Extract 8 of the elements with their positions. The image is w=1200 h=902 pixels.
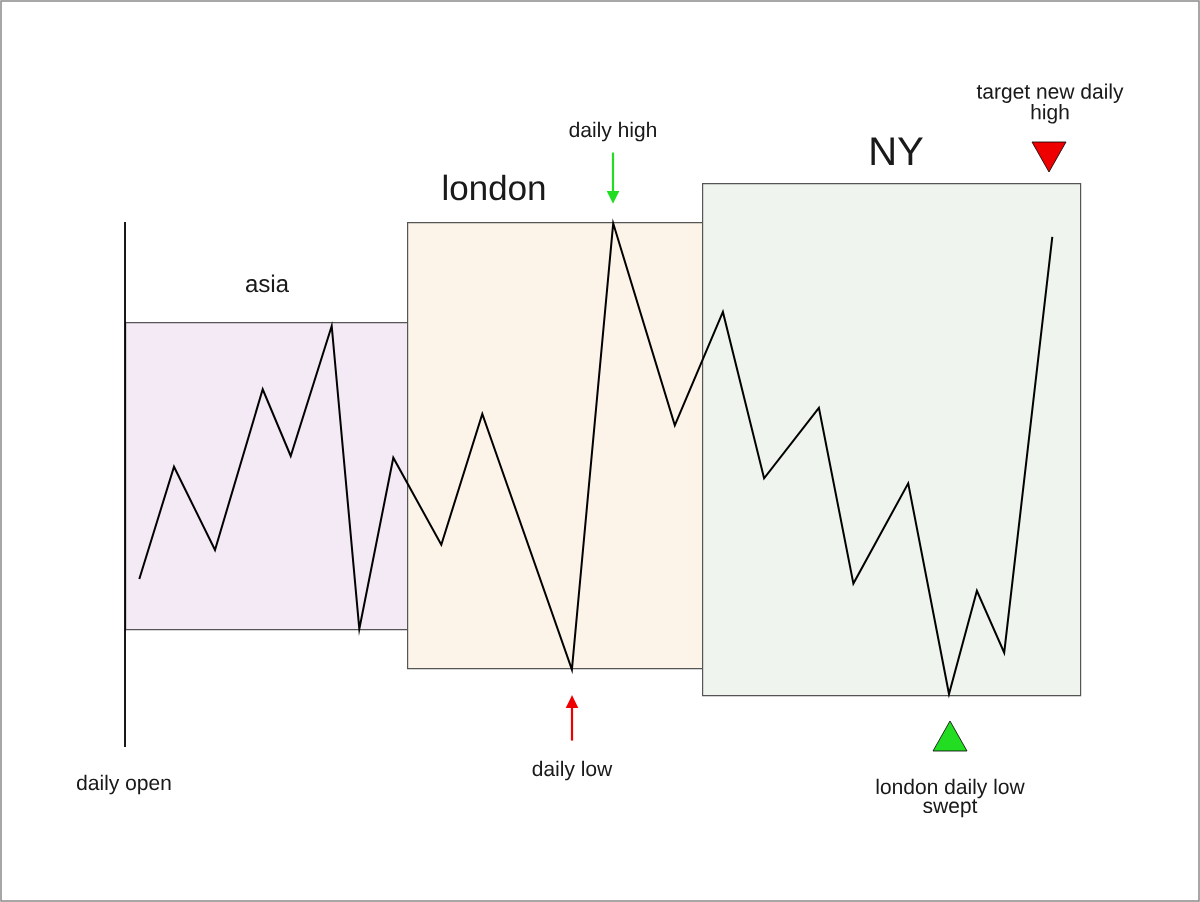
session-heading: asia bbox=[246, 274, 289, 293]
annotation-label: daily open bbox=[77, 774, 171, 795]
session-heading: london bbox=[443, 174, 545, 201]
annotation-label: target new daily high bbox=[976, 83, 1124, 124]
session-heading: NY bbox=[871, 137, 923, 165]
annotation-label: london daily low swept bbox=[876, 778, 1025, 818]
annotation-label: daily low bbox=[532, 760, 613, 781]
annotation-label: daily high bbox=[569, 121, 656, 142]
